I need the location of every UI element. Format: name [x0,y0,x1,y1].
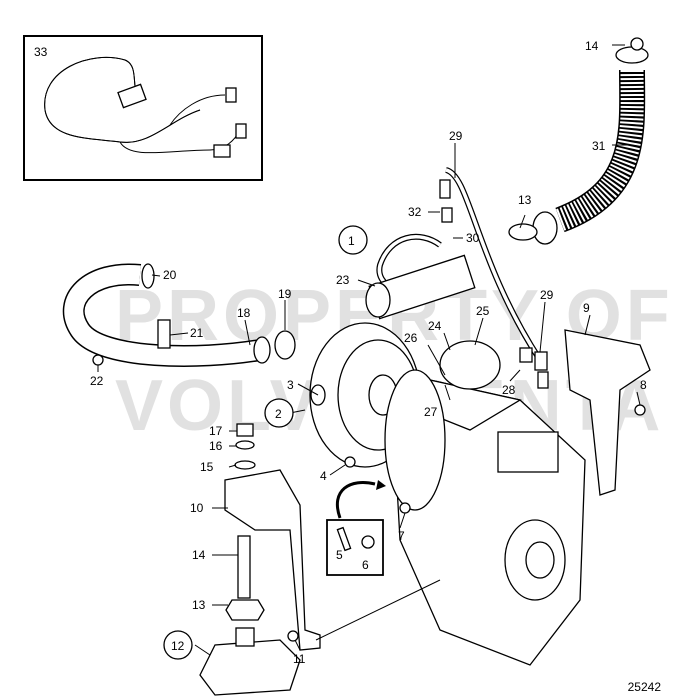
label-part-13-pipe: 13 [518,193,532,207]
part-labels: 1 2 3 4 5 6 7 8 9 10 11 12 13 13 14 14 1… [34,39,647,666]
label-part-23: 23 [336,273,350,287]
label-part-13-nut: 13 [192,598,206,612]
label-part-9: 9 [583,301,590,315]
label-part-12: 12 [171,639,185,653]
label-part-33: 33 [34,45,48,59]
label-part-29-top: 29 [449,129,463,143]
label-part-10: 10 [190,501,204,515]
label-part-3: 3 [287,378,294,392]
label-part-26: 26 [404,331,418,345]
label-part-16: 16 [209,439,223,453]
bracket-right [564,329,651,496]
oil-cooler [365,254,476,320]
label-part-14-stud: 14 [192,548,206,562]
rubber-mount [199,627,301,696]
document-number: 25242 [627,680,661,694]
label-part-22: 22 [90,374,104,388]
label-part-27: 27 [424,405,438,419]
label-part-1: 1 [348,234,355,248]
label-part-21: 21 [190,326,204,340]
label-part-19: 19 [278,287,292,301]
label-part-14-clamp: 14 [585,39,599,53]
circled-callouts [163,225,368,660]
label-part-5: 5 [336,548,343,562]
engine-mount-bracket [224,423,321,651]
label-part-4: 4 [320,469,327,483]
label-part-32: 32 [408,205,422,219]
wiring-harness-inset [23,35,263,181]
leader-lines [97,44,641,656]
label-part-30: 30 [466,231,480,245]
bolt-nut-inset [326,480,386,576]
label-part-25: 25 [476,304,490,318]
label-part-7: 7 [398,529,405,543]
label-part-18: 18 [237,306,251,320]
label-part-17: 17 [209,424,223,438]
label-part-20: 20 [163,268,177,282]
reverse-gear-housing [384,340,586,666]
label-part-31: 31 [592,139,606,153]
label-part-15: 15 [200,460,214,474]
exhaust-corrugated-hose [508,46,649,245]
label-part-28: 28 [502,383,516,397]
label-part-8: 8 [640,378,647,392]
label-part-6: 6 [362,558,369,572]
coolant-hose [62,263,296,367]
label-part-2: 2 [275,407,282,421]
label-part-24: 24 [428,319,442,333]
label-part-11: 11 [293,652,306,666]
label-part-29-side: 29 [540,288,554,302]
